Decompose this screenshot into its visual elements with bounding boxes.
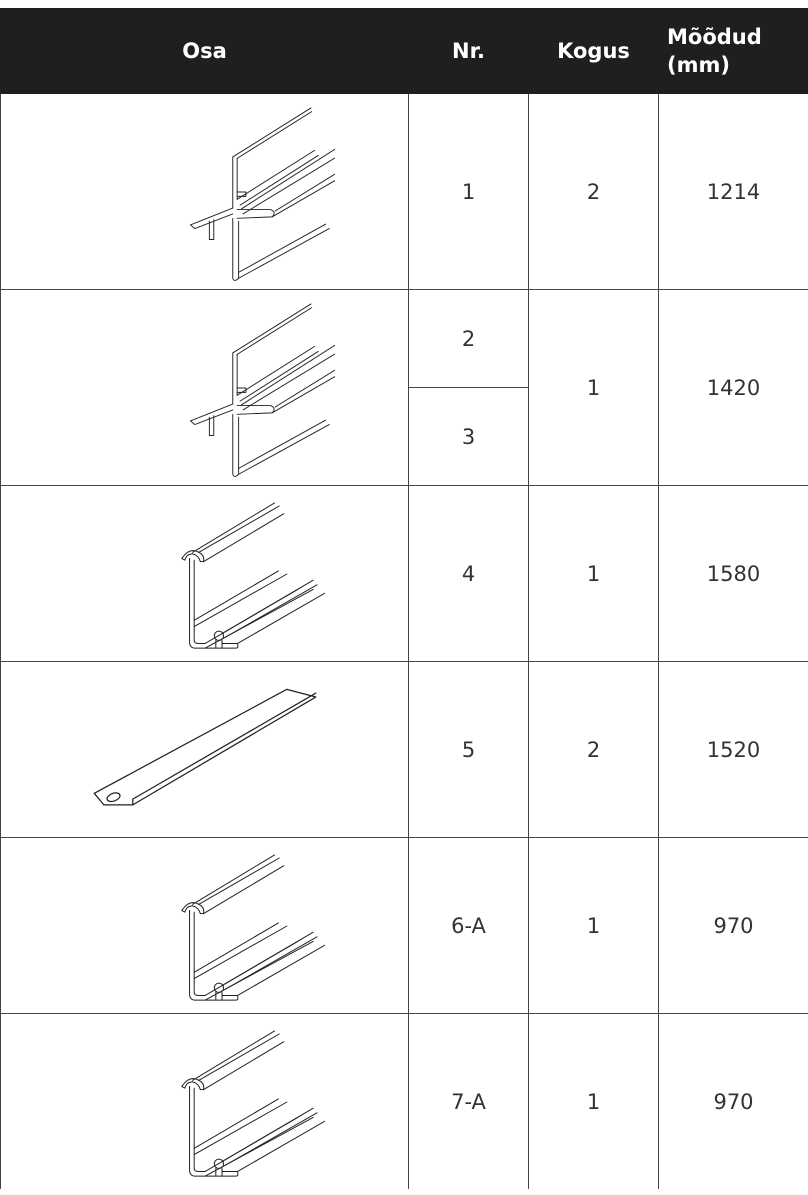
part-image-cell	[0, 1013, 409, 1189]
dim-cell: 970	[658, 837, 808, 1014]
part-image-cell	[0, 661, 409, 838]
nr-cell: 2	[408, 289, 529, 388]
table-header-row: Osa Nr. Kogus Mõõdud (mm)	[0, 8, 808, 94]
nr-cell: 6-A	[408, 837, 529, 1014]
hook-profile-icon	[180, 853, 325, 1001]
header-nr: Nr.	[408, 8, 529, 94]
dim-cell: 1420	[658, 289, 808, 486]
parts-table: Osa Nr. Kogus Mõõdud (mm) 1 2 1214	[0, 8, 808, 1189]
qty-cell: 2	[528, 93, 659, 290]
qty-cell: 1	[528, 837, 659, 1014]
hook-profile-icon	[180, 501, 325, 649]
part-image-cell	[0, 837, 409, 1014]
nr-cell: 5	[408, 661, 529, 838]
dim-cell: 1520	[658, 661, 808, 838]
table-row: 4 1 1580	[0, 485, 808, 662]
nr-cell: 4	[408, 485, 529, 662]
qty-cell: 2	[528, 661, 659, 838]
nr-cell: 3	[408, 387, 529, 486]
header-dimensions: Mõõdud (mm)	[658, 8, 808, 94]
part-image-cell	[0, 485, 409, 662]
dim-cell: 1580	[658, 485, 808, 662]
part-image-cell	[0, 93, 409, 290]
dim-cell: 970	[658, 1013, 808, 1189]
table-row: 1 2 1214	[0, 93, 808, 290]
cross-profile-icon	[189, 106, 335, 281]
qty-cell: 1	[528, 485, 659, 662]
table-row: 5 2 1520	[0, 661, 808, 838]
dim-cell: 1214	[658, 93, 808, 290]
table-row: 2 1 1420	[0, 289, 808, 486]
header-dim-line2: (mm)	[667, 53, 730, 77]
header-part: Osa	[0, 8, 409, 94]
header-qty: Kogus	[528, 8, 659, 94]
nr-cell: 7-A	[408, 1013, 529, 1189]
header-dim-line1: Mõõdud	[667, 25, 762, 49]
table-row: 7-A 1 970	[0, 1013, 808, 1189]
nr-cell: 1	[408, 93, 529, 290]
table-row: 3	[1, 387, 808, 486]
part-image-cell	[0, 289, 409, 486]
table-row: 6-A 1 970	[0, 837, 808, 1014]
cross-profile-icon	[189, 302, 335, 477]
qty-cell: 1	[528, 289, 659, 486]
qty-cell: 1	[528, 1013, 659, 1189]
flat-bar-icon	[93, 688, 316, 806]
hook-profile-icon	[180, 1029, 325, 1177]
